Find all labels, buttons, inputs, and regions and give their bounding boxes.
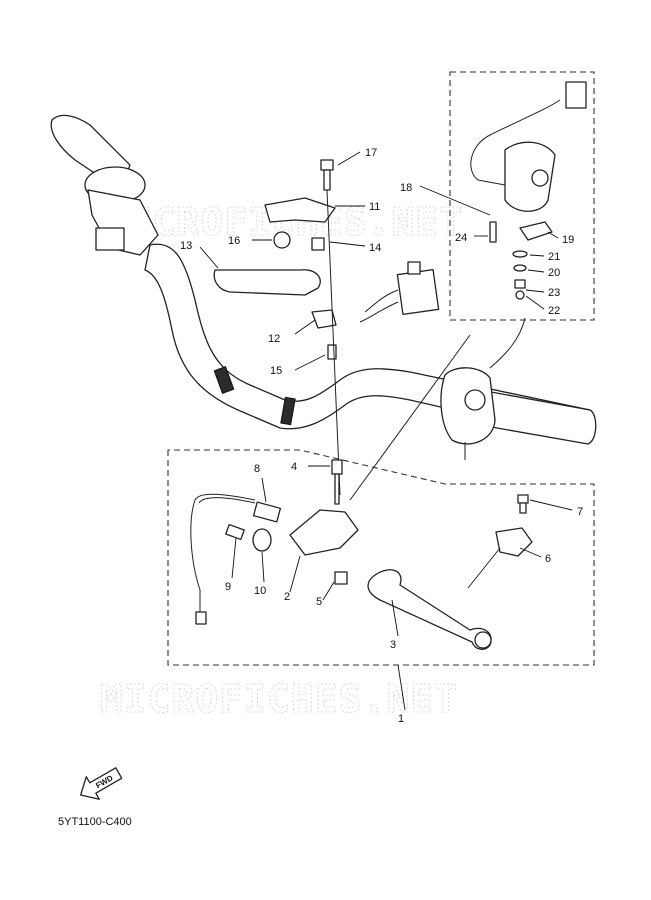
callout-24: 24 [455,232,467,244]
switch-assembly-18 [470,81,587,369]
callout-22: 22 [548,305,560,317]
callout-5: 5 [316,596,322,608]
callout-23: 23 [548,287,560,299]
callout-9: 9 [225,581,231,593]
callout-15: 15 [270,365,282,377]
inset-box-18 [449,71,595,321]
part-17 [320,159,334,191]
callout-13: 13 [180,240,192,252]
callout-18: 18 [400,182,412,194]
callout-19: 19 [562,234,574,246]
callout-7: 7 [577,506,583,518]
callout-12: 12 [268,333,280,345]
callout-6: 6 [545,553,551,565]
part-6 [495,527,533,557]
callout-11: 11 [369,201,380,213]
callout-8: 8 [254,463,260,475]
callout-20: 20 [548,267,560,279]
watermark-bottom: MICROFICHES.NET [100,677,458,721]
callout-21: 21 [548,251,560,263]
leader-lines [199,151,573,711]
part-16 [273,231,291,249]
right-grip-assembly [440,367,597,460]
part-15 [327,344,337,360]
part-14 [311,237,325,251]
callout-2: 2 [284,591,290,603]
callout-14: 14 [369,242,381,254]
lever-assembly [190,459,492,650]
callout-16: 16 [228,235,240,247]
inset-box-1 [167,449,595,666]
catalog-code: 5YT1100-C400 [58,816,132,828]
callout-labels: 1 2 3 4 5 6 7 8 9 10 11 12 13 14 15 16 1… [180,147,583,725]
callout-4: 4 [291,461,297,473]
part-11 [264,197,336,223]
part-7 [517,494,529,514]
wire-connector [359,261,440,323]
callout-1: 1 [398,713,404,725]
callout-3: 3 [390,639,396,651]
part-12 [311,309,337,329]
callout-10: 10 [254,585,266,597]
forward-arrow-icon: FWD [80,767,123,800]
callout-17: 17 [365,147,377,159]
left-grip-assembly [50,114,159,256]
part-13 [213,269,321,296]
